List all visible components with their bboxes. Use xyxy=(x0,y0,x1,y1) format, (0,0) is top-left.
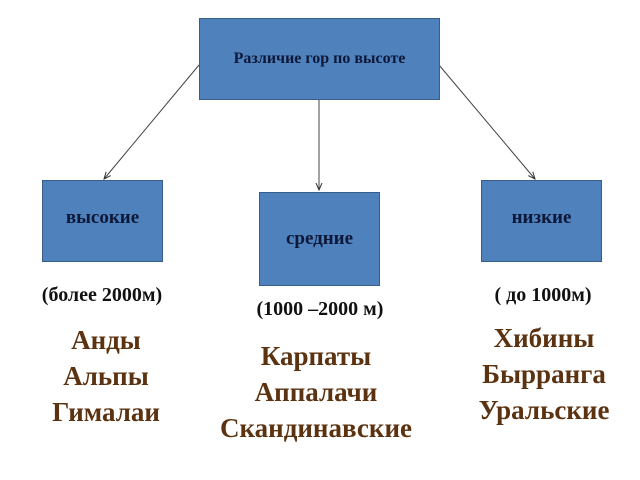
example-item: Гималаи xyxy=(52,397,160,427)
low-range: ( до 1000м) xyxy=(494,284,592,306)
example-item: Анды xyxy=(71,325,141,355)
example-item: Скандинавские xyxy=(220,413,412,443)
high-label: высокие xyxy=(65,207,140,228)
low-label: низкие xyxy=(511,207,572,228)
medium-box: средние xyxy=(259,192,380,286)
arrow-to-low xyxy=(438,64,535,179)
example-item: Бырранга xyxy=(482,359,606,389)
example-item: Карпаты xyxy=(260,341,372,371)
medium-range: (1000 –2000 м) xyxy=(256,298,384,320)
root-label: Различие гор по высоте xyxy=(233,50,406,67)
high-range: (более 2000м) xyxy=(41,284,163,306)
example-item: Уральские xyxy=(478,395,610,425)
low-examples: Хибины Бырранга Уральские xyxy=(444,320,640,428)
example-item: Хибины xyxy=(493,323,595,353)
high-box: высокие xyxy=(42,180,163,262)
high-examples: Анды Альпы Гималаи xyxy=(6,322,206,430)
example-item: Аппалачи xyxy=(254,377,378,407)
example-item: Альпы xyxy=(63,361,149,391)
root-box: Различие гор по высоте xyxy=(199,18,440,100)
low-box: низкие xyxy=(481,180,602,262)
medium-label: средние xyxy=(285,228,354,249)
medium-examples: Карпаты Аппалачи Скандинавские xyxy=(196,338,436,446)
arrow-to-high xyxy=(104,64,200,179)
